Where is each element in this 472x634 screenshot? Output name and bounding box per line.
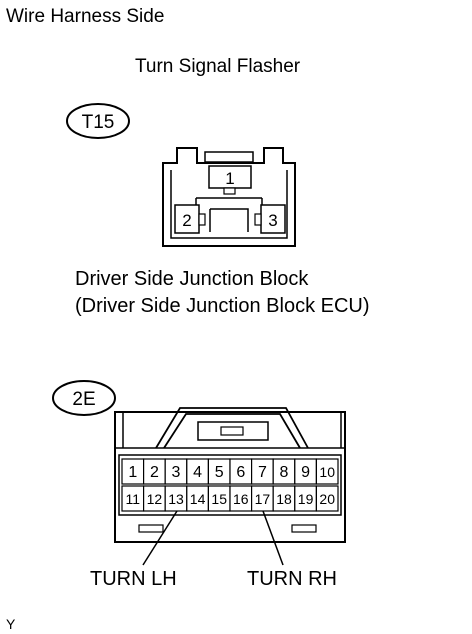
2e-pin-17: 17 xyxy=(255,491,271,507)
2e-bottom-key-right xyxy=(291,524,317,533)
connector-code-badge-2e xyxy=(52,380,116,416)
2e-pin-16: 16 xyxy=(233,491,249,507)
t15-pin-3: 3 xyxy=(268,211,277,230)
2e-pin-11: 11 xyxy=(126,491,141,507)
2e-pin-3: 3 xyxy=(172,464,181,481)
2e-pin-1: 1 xyxy=(128,464,137,481)
2e-pin-8: 8 xyxy=(280,464,289,481)
turn-lh-label: TURN LH xyxy=(90,568,177,590)
junction-block-caption: Driver Side Junction Block xyxy=(75,268,309,290)
2e-pin-4: 4 xyxy=(193,464,202,481)
turn-rh-label: TURN RH xyxy=(247,568,337,590)
2e-pin-9: 9 xyxy=(301,464,310,481)
2e-pin-14: 14 xyxy=(190,491,206,507)
2e-pin-7: 7 xyxy=(258,464,267,481)
diagram-title: Wire Harness Side xyxy=(6,6,165,27)
t15-pin-1-contact xyxy=(223,187,236,195)
2e-pin-13: 13 xyxy=(168,491,184,507)
connector-code-t15: T15 xyxy=(82,112,115,133)
connector-t15: T15 1 2 3 xyxy=(66,103,296,247)
2e-pin-cell xyxy=(315,458,339,485)
t15-pin-3-cell xyxy=(260,204,286,234)
2e-pin-15: 15 xyxy=(211,491,227,507)
2e-pin-6: 6 xyxy=(236,464,245,481)
t15-pin-2-contact xyxy=(198,213,206,226)
2e-bottom-key-left xyxy=(138,524,164,533)
2e-pin-2: 2 xyxy=(150,464,159,481)
junction-block-ecu-caption: (Driver Side Junction Block ECU) xyxy=(75,295,370,317)
2e-pin-12: 12 xyxy=(147,491,163,507)
connector-code-badge-t15 xyxy=(66,103,130,139)
2e-latch-key xyxy=(220,426,244,436)
2e-pin-19: 19 xyxy=(298,491,314,507)
t15-latch-slot xyxy=(204,151,254,163)
turn-rh-leader-line xyxy=(262,510,284,566)
2e-shoulders xyxy=(115,412,345,449)
connector-code-2e: 2E xyxy=(72,389,95,410)
t15-pin-3-contact xyxy=(254,213,262,226)
2e-pin-18: 18 xyxy=(276,491,292,507)
2e-latch-inner xyxy=(197,421,269,441)
2e-pin-5: 5 xyxy=(215,464,224,481)
t15-pin-1: 1 xyxy=(225,169,234,188)
t15-inner-body xyxy=(170,170,288,239)
footer-mark: Y xyxy=(6,616,16,632)
turn-signal-flasher-caption: Turn Signal Flasher xyxy=(135,56,301,77)
2e-latch xyxy=(155,407,309,449)
t15-pin-2: 2 xyxy=(182,211,191,230)
2e-pin-20: 20 xyxy=(319,491,335,507)
turn-lh-leader-line xyxy=(142,510,178,566)
2e-pin-10: 10 xyxy=(319,464,335,480)
2e-pin-cell xyxy=(315,485,339,512)
